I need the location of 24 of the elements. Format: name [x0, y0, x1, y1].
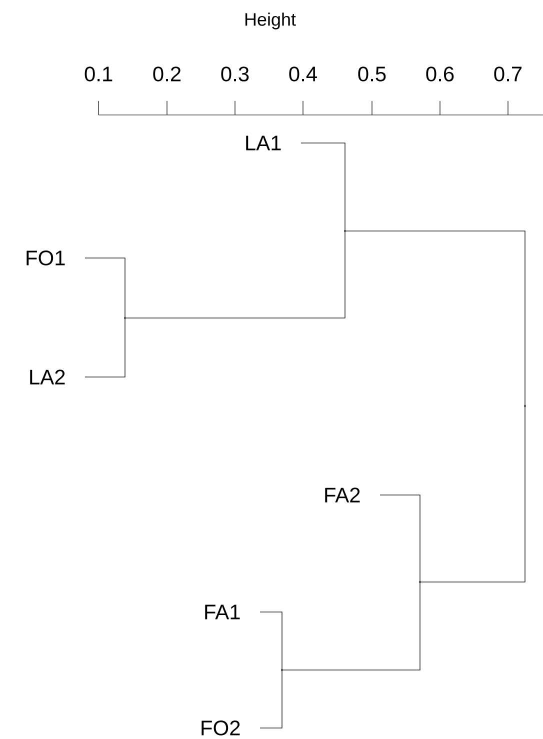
axis-title: Height	[245, 12, 296, 30]
dendrogram-branch	[260, 670, 282, 728]
dendrogram-branch	[84, 258, 126, 318]
dendrogram-branch	[420, 406, 526, 582]
tick-label: 0.4	[289, 66, 317, 82]
dendrogram-branch	[124, 230, 346, 318]
leaf-label: FO1	[26, 250, 65, 266]
leaf-label: LA1	[246, 136, 281, 150]
tick-label: 0.5	[358, 66, 386, 82]
dendrogram-branch	[380, 494, 420, 582]
tick-label: 0.6	[426, 66, 454, 82]
tick-label: 0.3	[221, 66, 249, 82]
leaf-label: LA2	[30, 370, 65, 384]
dendrogram-branch	[84, 318, 126, 378]
dendrogram-branch	[282, 582, 420, 670]
dendrogram-branch	[260, 612, 282, 670]
dendrogram-branch	[344, 230, 526, 406]
leaf-label: FA2	[325, 488, 360, 502]
tick-label: 0.2	[153, 66, 181, 82]
tick-label: 0.7	[494, 66, 522, 82]
tick-label: 0.1	[84, 66, 112, 82]
leaf-label: FA1	[205, 604, 240, 620]
dendrogram-branch	[300, 142, 346, 232]
leaf-label: FO2	[202, 720, 240, 736]
